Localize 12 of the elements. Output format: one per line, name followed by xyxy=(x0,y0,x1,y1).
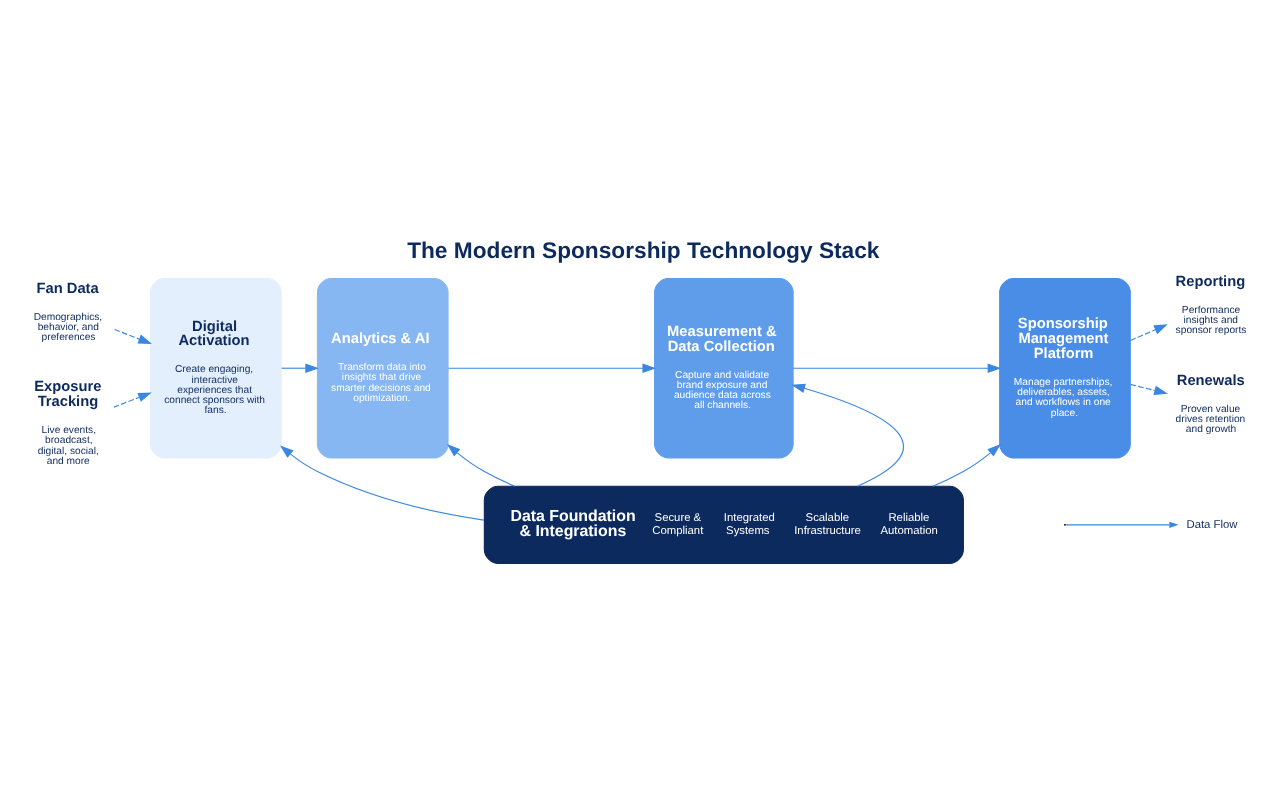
diagram-title: The Modern Sponsorship Technology Stack xyxy=(406,240,879,265)
arrow xyxy=(791,363,1001,373)
arrow xyxy=(1128,324,1167,342)
arrow xyxy=(446,363,656,373)
arrow xyxy=(279,445,484,521)
arrow xyxy=(931,443,1000,487)
arrow xyxy=(445,443,515,487)
arrow xyxy=(280,363,318,373)
arrow xyxy=(113,329,151,344)
arrow xyxy=(112,392,151,408)
arrow xyxy=(790,383,904,487)
arrow xyxy=(1128,383,1167,396)
